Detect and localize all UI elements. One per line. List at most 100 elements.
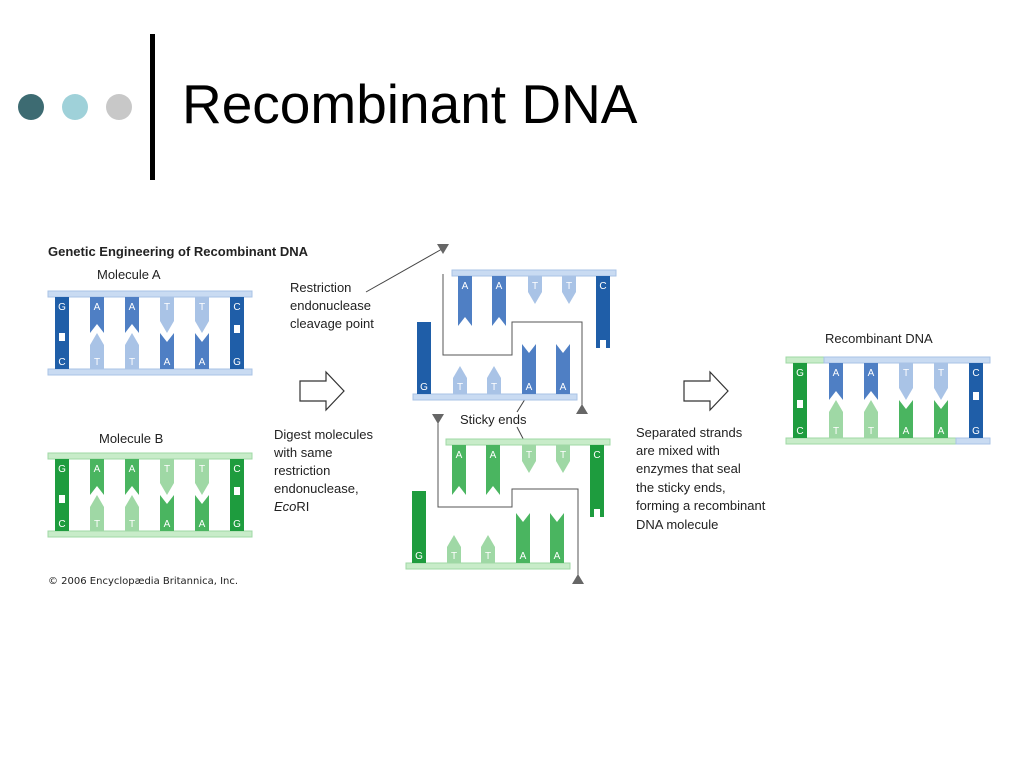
green-fragment-bottom-letter-1: T	[451, 551, 457, 562]
cut-marker-a-bottom-icon	[576, 404, 588, 414]
diagram-heading: Genetic Engineering of Recombinant DNA	[48, 244, 309, 259]
molecule-a-top-base-5	[230, 297, 244, 333]
molecule-b-bottom-base-2	[125, 495, 139, 531]
blue-fragment-top-base-2	[528, 276, 542, 304]
molecule-b-top-letter-5: C	[233, 464, 240, 475]
recombinant-top-letter-0: G	[796, 368, 804, 379]
recombinant-bottom-letter-4: A	[938, 426, 945, 437]
molecule-b-label: Molecule B	[99, 431, 163, 446]
molecule-b-top-base-2	[125, 459, 139, 495]
recombinant-top-letter-1: A	[833, 368, 840, 379]
green-fragment-top-letter-3: T	[560, 450, 566, 461]
recombinant-bottom-base-0	[793, 400, 807, 438]
blue-fragment-top-letter-4: C	[599, 281, 606, 292]
recombinant-bottom-letter-2: T	[868, 426, 874, 437]
molecule-a-bottom-base-5	[230, 333, 244, 369]
process-arrow-1-icon	[299, 370, 345, 412]
slide-title: Recombinant DNA	[182, 73, 638, 135]
molecule-a-top-letter-4: T	[199, 302, 205, 313]
molecule-a-top-base-1	[90, 297, 104, 333]
green-fragment-bottom-letter-2: T	[485, 551, 491, 562]
blue-fragment-bottom-base-0	[417, 322, 431, 394]
molecule-a-top-letter-5: C	[233, 302, 240, 313]
recombinant-bottom-letter-1: T	[833, 426, 839, 437]
molecule-b-bottom-base-3	[160, 495, 174, 531]
blue-fragment-bottom-letter-1: T	[457, 382, 463, 393]
bullet-dot-teal	[62, 94, 88, 120]
molecule-b-bottom-backbone	[47, 530, 253, 538]
digest-line-4: endonuclease,	[274, 481, 359, 496]
recombinant-top-base-4	[934, 363, 948, 400]
blue-fragment-top-letter-1: A	[496, 281, 503, 292]
molecule-a-bottom-letter-5: G	[233, 357, 241, 368]
separated-line-1: Separated strands	[636, 425, 743, 440]
restriction-line-2: endonuclease	[290, 298, 371, 313]
molecule-a-bottom-base-3	[160, 333, 174, 369]
molecule-a-top-base-0	[55, 297, 69, 333]
green-fragment-top-base-1	[486, 445, 500, 495]
green-fragment-bottom-base-1	[447, 535, 461, 563]
green-fragment-bottom-base-0	[412, 491, 426, 563]
green-fragment-bottom-base-2	[481, 535, 495, 563]
blue-fragment-bottom-base-4	[556, 344, 570, 394]
green-fragment-top-letter-4: C	[593, 450, 600, 461]
blue-fragment-bottom-base-3	[522, 344, 536, 394]
blue-fragment-top-base-0	[458, 276, 472, 326]
green-fragment-bottom-letter-3: A	[520, 551, 527, 562]
recombinant-top-base-1	[829, 363, 843, 400]
molecule-b-top-base-5	[230, 459, 244, 495]
recombinant-top-base-0	[793, 363, 807, 400]
restriction-callout: Restriction endonuclease cleavage point	[290, 280, 375, 331]
copyright-notice: © 2006 Encyclopædia Britannica, Inc.	[48, 576, 238, 587]
molecule-a-top-base-4	[195, 297, 209, 333]
blue-fragment-top-base-4	[596, 276, 610, 348]
green-fragment-bottom-letter-0: G	[415, 551, 423, 562]
molecule-b-top-letter-3: T	[164, 464, 170, 475]
molecule-a-bottom-base-2	[125, 333, 139, 369]
digest-text: Digest molecules with same restriction e…	[273, 427, 377, 496]
green-fragment-top-base-0	[452, 445, 466, 495]
recombinant-bottom-base-2	[864, 400, 878, 438]
digest-line-1: Digest molecules	[274, 427, 373, 442]
blue-fragment-bottom-letter-0: G	[420, 382, 428, 393]
recombinant-top-base-5	[969, 363, 983, 400]
recombinant-top-backbone-green	[785, 356, 825, 364]
enzyme-italic: Eco	[274, 499, 296, 514]
recombinant-bottom-base-4	[934, 400, 948, 438]
restriction-line-1: Restriction	[290, 280, 351, 295]
molecule-b-top-letter-4: T	[199, 464, 205, 475]
recombinant-top-base-2	[864, 363, 878, 400]
molecule-b-top-letter-0: G	[58, 464, 66, 475]
molecule-a-top-backbone	[47, 290, 253, 298]
recombinant-top-letter-4: T	[938, 368, 944, 379]
recombinant-top-base-3	[899, 363, 913, 400]
cut-marker-b-bottom-icon	[572, 574, 584, 584]
separated-text: Separated strands are mixed with enzymes…	[636, 425, 769, 532]
recombinant-bottom-letter-3: A	[903, 426, 910, 437]
separated-line-3: enzymes that seal	[636, 461, 741, 476]
molecule-a-bottom-base-4	[195, 333, 209, 369]
molecule-b-top-base-1	[90, 459, 104, 495]
green-fragment-bottom-base-4	[550, 513, 564, 563]
molecule-b-top-base-0	[55, 459, 69, 495]
title-divider	[150, 34, 155, 180]
molecule-b-bottom-letter-3: A	[164, 519, 171, 530]
enzyme-name: EcoRI	[274, 499, 309, 514]
molecule-a-bottom-letter-0: C	[58, 357, 65, 368]
molecule-a-bottom-base-1	[90, 333, 104, 369]
cut-marker-b-top-icon	[432, 414, 444, 424]
molecule-b-bottom-base-5	[230, 495, 244, 531]
recombinant-top-letter-3: T	[903, 368, 909, 379]
blue-fragment-bottom-base-2	[487, 366, 501, 394]
cleavage-marker-icon	[437, 244, 449, 254]
recombinant-top-backbone-blue	[823, 356, 991, 364]
green-fragment-top-letter-0: A	[456, 450, 463, 461]
recombinant-top-letter-5: C	[972, 368, 979, 379]
molecule-a-bottom-backbone	[47, 368, 253, 376]
molecule-a-top-letter-3: T	[164, 302, 170, 313]
blue-fragment-top-backbone	[451, 269, 617, 277]
cut-line-a	[442, 274, 583, 408]
molecule-b-bottom-letter-0: C	[58, 519, 65, 530]
bullet-dot-dark	[18, 94, 44, 120]
